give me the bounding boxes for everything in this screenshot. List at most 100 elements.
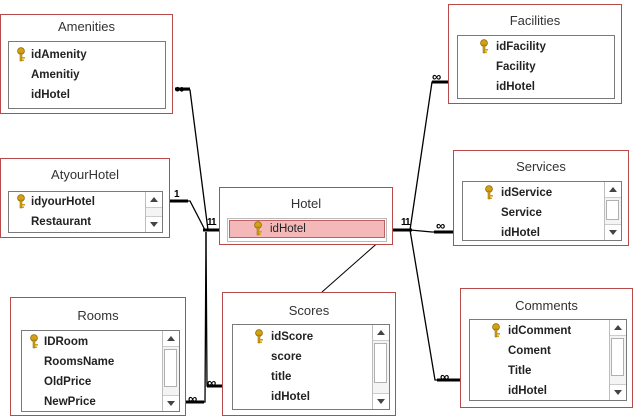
field-name: Facility — [496, 61, 536, 73]
table-title: Hotel — [290, 196, 322, 211]
field-row[interactable]: idHotel — [463, 223, 621, 240]
field-row[interactable]: idAmenity — [9, 45, 165, 65]
field-row[interactable]: NewPrice — [22, 392, 179, 411]
table-hotel[interactable]: Hotel idHotel — [219, 187, 393, 245]
scroll-down-button[interactable] — [146, 216, 162, 232]
many-label-rooms: ∞ — [188, 391, 198, 406]
scroll-down-button[interactable] — [163, 395, 179, 411]
one-label-hotel-right: 1 — [401, 217, 407, 228]
scroll-thumb[interactable] — [164, 349, 177, 387]
field-row[interactable]: Service — [463, 203, 621, 223]
link-amenities-hotel — [175, 89, 209, 231]
scrollbar[interactable] — [609, 320, 626, 400]
field-row[interactable]: idyourHotel — [9, 192, 162, 212]
link-rooms-hotel — [185, 231, 207, 403]
table-title: Services — [516, 159, 566, 174]
scroll-down-button[interactable] — [605, 224, 621, 240]
one-label-hotel-left: 1 — [207, 217, 213, 228]
field-name: Coment — [508, 345, 551, 357]
field-row[interactable]: Amenitiy — [9, 65, 165, 85]
table-services[interactable]: Services idService Service idHotel — [453, 150, 629, 246]
table-scores[interactable]: Scores idScore score title idHotel — [222, 292, 396, 416]
key-icon — [480, 39, 488, 54]
triangle-up-icon — [377, 330, 385, 335]
field-row[interactable]: idHotel — [458, 77, 614, 97]
table-title: AtyourHotel — [51, 167, 119, 182]
field-row[interactable]: idHotel — [9, 85, 165, 105]
scroll-down-button[interactable] — [373, 393, 389, 409]
scrollbar[interactable] — [162, 331, 179, 411]
field-name: RoomsName — [44, 356, 115, 368]
field-row[interactable]: Facility — [458, 57, 614, 77]
one-label-hotel-right-2: 1 — [405, 217, 411, 228]
scrollbar[interactable] — [372, 325, 389, 409]
scroll-up-button[interactable] — [373, 325, 389, 341]
scroll-thumb[interactable] — [374, 343, 387, 383]
field-name: idAmenity — [31, 49, 87, 61]
field-row[interactable]: idScore — [233, 327, 389, 347]
field-row-selected[interactable]: idHotel — [229, 220, 385, 238]
link-comments-hotel — [409, 229, 460, 381]
triangle-down-icon — [609, 230, 617, 235]
scroll-down-button[interactable] — [610, 384, 626, 400]
table-title: Scores — [288, 303, 330, 318]
table-title: Rooms — [77, 308, 119, 323]
scroll-up-button[interactable] — [610, 320, 626, 336]
triangle-down-icon — [614, 390, 622, 395]
one-label-hotel-left-2: 1 — [211, 217, 217, 228]
scroll-up-button[interactable] — [146, 192, 162, 208]
triangle-down-icon — [167, 401, 175, 406]
field-list[interactable]: idService Service idHotel — [462, 181, 622, 241]
field-row[interactable]: idFacility — [458, 37, 614, 57]
field-name: title — [271, 371, 292, 383]
scrollbar[interactable] — [604, 182, 621, 240]
field-list[interactable]: idScore score title idHotel — [232, 324, 390, 410]
triangle-down-icon — [150, 222, 158, 227]
field-name: NewPrice — [44, 396, 96, 408]
field-name: idFacility — [496, 41, 546, 53]
field-row[interactable]: OldPrice — [22, 372, 179, 392]
field-list[interactable]: idComment Coment Title idHotel — [469, 319, 627, 401]
field-row[interactable]: Restaurant — [9, 212, 162, 232]
field-row[interactable]: idHotel — [233, 387, 389, 407]
field-name: Restaurant — [31, 216, 92, 228]
many-label-scores: ∞ — [207, 375, 217, 390]
field-row[interactable]: RoomsName — [22, 352, 179, 372]
link-scores-hotel — [205, 231, 222, 387]
field-list[interactable]: IDRoom RoomsName OldPrice NewPrice — [21, 330, 180, 412]
table-amenities[interactable]: Amenities idAmenity Amenitiy idHotel — [0, 14, 173, 114]
field-list[interactable]: idFacility Facility idHotel — [457, 35, 615, 99]
field-name: idHotel — [496, 81, 535, 93]
table-comments[interactable]: Comments idComment Coment Title idHotel — [460, 288, 633, 408]
table-atyourhotel[interactable]: AtyourHotel idyourHotel Restaurant — [0, 158, 170, 238]
scroll-up-button[interactable] — [163, 331, 179, 347]
field-name: idHotel — [271, 391, 310, 403]
field-list[interactable]: idyourHotel Restaurant — [8, 191, 163, 233]
field-list[interactable]: idAmenity Amenitiy idHotel — [8, 41, 166, 109]
field-name: Service — [501, 207, 542, 219]
field-row[interactable]: idHotel — [470, 381, 626, 400]
field-row[interactable]: score — [233, 347, 389, 367]
many-label-services: ∞ — [436, 218, 446, 233]
table-rooms[interactable]: Rooms IDRoom RoomsName OldPrice NewPrice — [10, 297, 186, 416]
field-name: idHotel — [508, 385, 547, 397]
field-row[interactable]: Coment — [470, 341, 626, 361]
table-title: Amenities — [57, 19, 116, 34]
field-row[interactable]: IDRoom — [22, 332, 179, 352]
scrollbar[interactable] — [145, 192, 162, 232]
many-label-amenities: ∞ — [175, 81, 185, 96]
link-facilities-hotel — [409, 81, 452, 231]
field-name: idComment — [508, 325, 572, 337]
field-list[interactable]: idHotel — [227, 218, 387, 242]
triangle-up-icon — [614, 325, 622, 330]
field-row[interactable]: Title — [470, 361, 626, 381]
field-row[interactable]: idComment — [470, 321, 626, 341]
scroll-thumb[interactable] — [611, 338, 624, 376]
scroll-up-button[interactable] — [605, 182, 621, 198]
table-facilities[interactable]: Facilities idFacility Facility idHotel — [448, 4, 622, 104]
scroll-thumb[interactable] — [606, 200, 619, 220]
field-row[interactable]: title — [233, 367, 389, 387]
one-label-atyourhotel: 1 — [174, 189, 180, 200]
field-row[interactable]: idService — [463, 183, 621, 203]
